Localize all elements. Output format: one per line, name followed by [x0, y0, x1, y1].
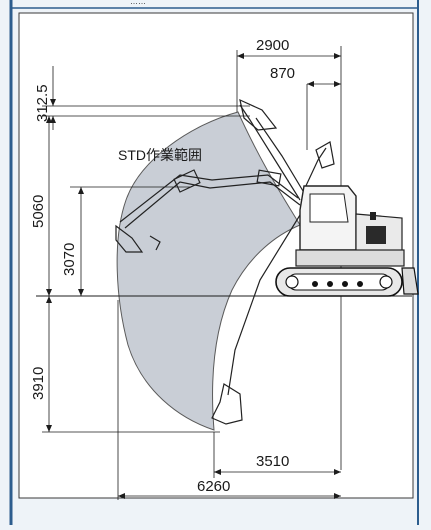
bucket-mid-left: [115, 224, 161, 253]
bucket-right: [315, 141, 335, 169]
dim-3070: 3070: [61, 187, 84, 296]
bucket-bottom: [211, 383, 243, 425]
label-870: 870: [270, 65, 295, 82]
header-fragment: ……: [130, 0, 146, 6]
dim-2900: 2900: [237, 37, 341, 59]
label-3510: 3510: [256, 453, 289, 470]
label-6260: 6260: [197, 478, 230, 495]
dozer-blade: [401, 267, 419, 295]
dim-3910: 3910: [30, 296, 52, 432]
dim-6260: 6260: [118, 478, 341, 499]
label-3910: 3910: [30, 367, 47, 400]
label-5060: 5060: [30, 195, 47, 228]
boom-arm-outlines: [119, 104, 327, 396]
engine-grille: [366, 226, 386, 244]
label-2900: 2900: [256, 37, 289, 54]
bucket-top: [239, 98, 278, 131]
dim-3510: 3510: [214, 453, 341, 475]
dim-870: 870: [270, 65, 341, 87]
dim-5060: 5060: [30, 116, 52, 296]
std-work-range-label: STD作業範囲: [118, 147, 202, 163]
label-3070: 3070: [61, 243, 78, 276]
excavator-machine: [275, 185, 419, 297]
dim-312-5: 312.5: [34, 66, 56, 130]
label-312-5: 312.5: [34, 84, 51, 122]
